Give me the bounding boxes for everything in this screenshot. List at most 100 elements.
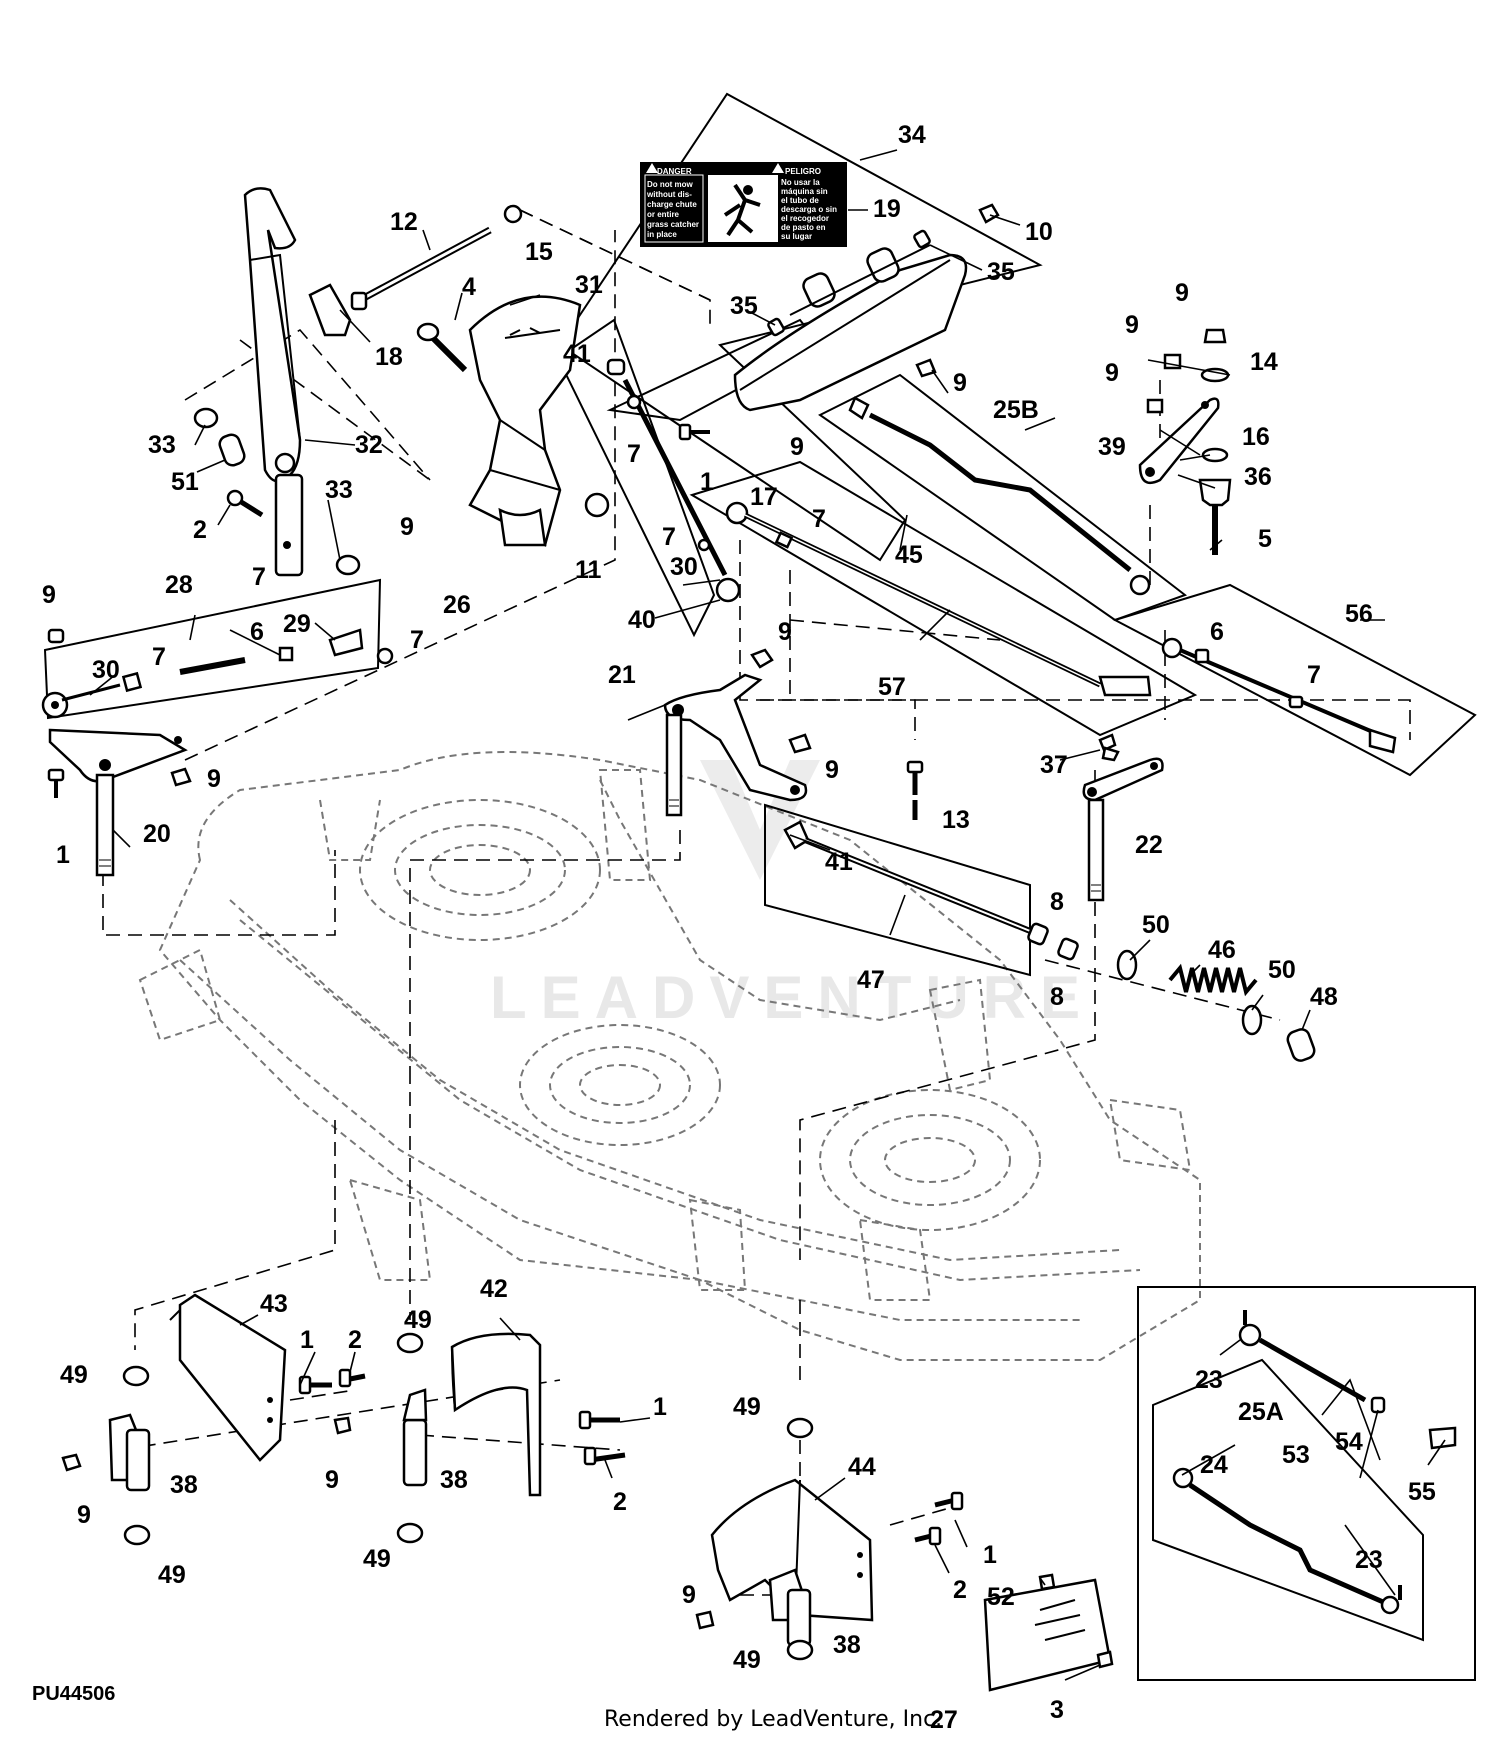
- assembly-lines: [102, 209, 1411, 1596]
- callout-label: 20: [143, 820, 171, 848]
- warning-triangle-icon: [646, 163, 658, 173]
- callout-label: 49: [60, 1361, 88, 1389]
- callout-label: 26: [443, 591, 471, 619]
- bolt-12: [350, 226, 492, 311]
- cover-34: [733, 244, 968, 412]
- callout-label: 44: [848, 1453, 876, 1481]
- callout-label: 9: [953, 369, 967, 397]
- callout-label: 42: [480, 1275, 508, 1303]
- callout-label: 50: [1142, 911, 1170, 939]
- decal-left-line: without dis-: [646, 190, 692, 199]
- callout-label: 1: [700, 468, 714, 496]
- callout-label: 9: [77, 1501, 91, 1529]
- callout-label: 43: [260, 1290, 288, 1318]
- callout-label: 48: [1310, 983, 1338, 1011]
- callout-label: 49: [404, 1306, 432, 1334]
- callout-label: 38: [833, 1631, 861, 1659]
- callout-label: 2: [613, 1488, 627, 1516]
- callout-label: 41: [563, 340, 591, 368]
- inset-rod-25A: [1172, 1467, 1402, 1615]
- callout-label: 14: [1250, 348, 1278, 376]
- deflector-42: [450, 1332, 626, 1497]
- callout-label: 49: [158, 1561, 186, 1589]
- decal-left-line: or entire: [647, 210, 680, 219]
- callout-label: 7: [627, 440, 641, 468]
- callout-label: 9: [825, 756, 839, 784]
- callout-label: 35: [987, 258, 1015, 286]
- inset-rod-53: [1238, 1310, 1457, 1450]
- rod-40: [606, 358, 741, 603]
- callout-label: 38: [170, 1471, 198, 1499]
- callout-label: 4: [462, 273, 476, 301]
- callout-label: 56: [1345, 600, 1373, 628]
- hinge-38-right: [695, 1417, 814, 1661]
- deflector-44: [710, 1478, 964, 1622]
- bushing-11: [584, 492, 610, 518]
- callout-label: 19: [873, 195, 901, 223]
- callout-label: 9: [207, 765, 221, 793]
- decal-right-line: su lugar: [781, 232, 812, 241]
- callout-label: 25A: [1238, 1398, 1284, 1426]
- lift-lever-32: [243, 187, 304, 577]
- decal-left-line: grass catcher: [647, 220, 699, 229]
- quadrant-bracket-31: [468, 295, 582, 547]
- callout-label: 31: [575, 271, 603, 299]
- hinge-38-middle: [333, 1332, 428, 1544]
- arm-21: [663, 648, 924, 817]
- rod-56: [1161, 637, 1397, 754]
- callout-label: 13: [942, 806, 970, 834]
- callout-label: 41: [825, 848, 853, 876]
- callout-label: 7: [1307, 661, 1321, 689]
- callout-label: 33: [325, 476, 353, 504]
- callout-label: 39: [1098, 433, 1126, 461]
- decal-left-line: charge chute: [647, 200, 697, 209]
- group-box-47: [764, 803, 1031, 977]
- rod-45-57: [725, 501, 1152, 752]
- group-box-25A: [1152, 1358, 1424, 1642]
- washer-15: [503, 204, 523, 224]
- callout-label: 23: [1195, 1366, 1223, 1394]
- callout-label: 1: [56, 841, 70, 869]
- callout-label: 9: [400, 513, 414, 541]
- arm-20: [48, 728, 188, 877]
- decal-right-line: el tubo de: [781, 196, 819, 205]
- callout-label: 34: [898, 121, 926, 149]
- callout-label: 36: [1244, 463, 1272, 491]
- callout-label: 5: [1258, 525, 1272, 553]
- callout-label: 2: [953, 1576, 967, 1604]
- callout-label: 54: [1335, 1428, 1363, 1456]
- callout-label: 9: [325, 1466, 339, 1494]
- callout-label: 9: [42, 581, 56, 609]
- callout-label: 38: [440, 1466, 468, 1494]
- decal-right-line: descarga o sin: [781, 205, 837, 214]
- callout-label: 51: [171, 468, 199, 496]
- callout-label: 9: [1175, 279, 1189, 307]
- callout-label: 1: [300, 1326, 314, 1354]
- deflector-43: [169, 1293, 287, 1462]
- callout-label: 49: [363, 1545, 391, 1573]
- callout-label: 29: [283, 610, 311, 638]
- decal-left-line: in place: [647, 230, 677, 239]
- callout-label: 3: [1050, 1696, 1064, 1724]
- handle-grip-18: [308, 283, 352, 337]
- group-box-40: [556, 318, 716, 638]
- callout-label: 17: [750, 483, 778, 511]
- callout-label: 55: [1408, 1478, 1436, 1506]
- diagram-code: PU44506: [32, 1683, 115, 1705]
- plate-27: [983, 1573, 1114, 1692]
- callout-label: 7: [410, 626, 424, 654]
- mower-deck: [138, 751, 1201, 1361]
- callout-label: 35: [730, 292, 758, 320]
- bolt-4: [416, 322, 468, 373]
- bolt-2-top: [226, 489, 264, 518]
- callout-label: 32: [355, 431, 383, 459]
- callout-label: 52: [987, 1583, 1015, 1611]
- watermark-text: LEADVENTURE: [490, 964, 1094, 1031]
- callout-label: 53: [1282, 1441, 1310, 1469]
- callout-label: 7: [662, 523, 676, 551]
- callout-label: 30: [92, 656, 120, 684]
- clip-37: [1101, 746, 1120, 762]
- rod-25B: [848, 396, 1151, 596]
- callout-label: 6: [250, 618, 264, 646]
